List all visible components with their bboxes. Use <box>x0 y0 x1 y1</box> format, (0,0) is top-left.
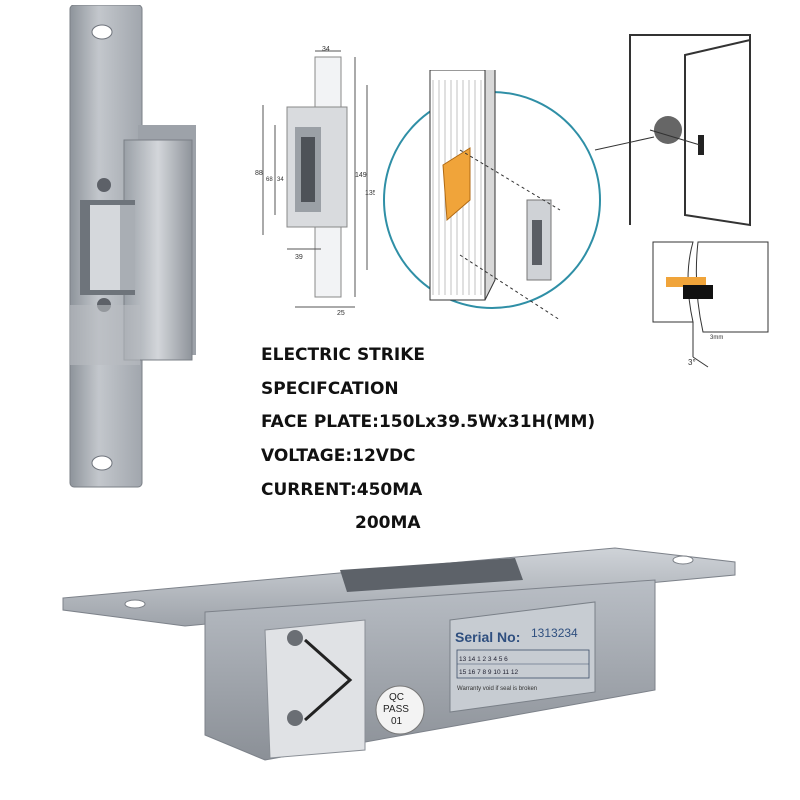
strike-cutout <box>442 147 471 222</box>
dim-68: 68 <box>266 177 273 183</box>
dim-39: 39 <box>295 254 303 261</box>
mounting-hole-icon <box>91 24 113 40</box>
spec-subtitle: SPECIFCATION <box>261 378 399 399</box>
serial-label-plate <box>449 601 596 713</box>
qc-sticker <box>375 685 425 735</box>
mounting-hole-icon <box>124 599 146 609</box>
mounting-hole-icon <box>91 455 113 471</box>
horizontal-strike-photo: Serial No: 1313234 13 14 1 2 3 4 5 6 15 … <box>62 547 736 761</box>
specification-block: ELECTRIC STRIKE SPECIFCATION FACE PLATE:… <box>261 340 621 542</box>
serial-label: Serial No: <box>455 629 520 645</box>
dim-135: 135 <box>365 190 375 197</box>
warranty-text: Warranty void if seal is broken <box>457 686 537 692</box>
spec-current-alt: 200MA <box>355 513 421 534</box>
door-diagram <box>594 34 751 227</box>
dim-3mm: 3mm <box>710 335 723 341</box>
detail-circle <box>654 116 682 144</box>
dim-88: 88 <box>255 170 263 177</box>
strike-detail-inset: 3mm 3° <box>652 241 769 368</box>
angle-label: 3° <box>688 358 696 367</box>
spec-face-plate: FACE PLATE:150Lx39.5Wx31H(MM) <box>261 412 596 433</box>
qc-line3: 01 <box>391 716 403 727</box>
dimension-drawing: 34 88 68 34 149 135 39 25 <box>255 46 375 315</box>
dim-25: 25 <box>337 310 345 315</box>
qc-line2: PASS <box>383 704 409 715</box>
installation-diagram <box>383 70 601 321</box>
terminal-screw-icon <box>287 630 303 646</box>
spec-current: CURRENT:450MA <box>261 479 423 500</box>
mounting-hole-icon <box>672 555 694 565</box>
dim-34-side: 34 <box>277 177 284 183</box>
screw-icon <box>97 178 111 192</box>
vertical-strike-photo <box>69 5 196 488</box>
qc-line1: QC <box>389 692 404 703</box>
serial-table-row1: 13 14 1 2 3 4 5 6 <box>459 656 508 663</box>
terminal-screw-icon <box>287 710 303 726</box>
spec-voltage: VOLTAGE:12VDC <box>261 446 416 467</box>
dim-149: 149 <box>355 172 367 179</box>
serial-value: 1313234 <box>531 626 578 640</box>
dim-34-top: 34 <box>322 46 330 53</box>
spec-title: ELECTRIC STRIKE <box>261 345 425 365</box>
serial-table-row2: 15 16 7 8 9 10 11 12 <box>459 669 519 676</box>
